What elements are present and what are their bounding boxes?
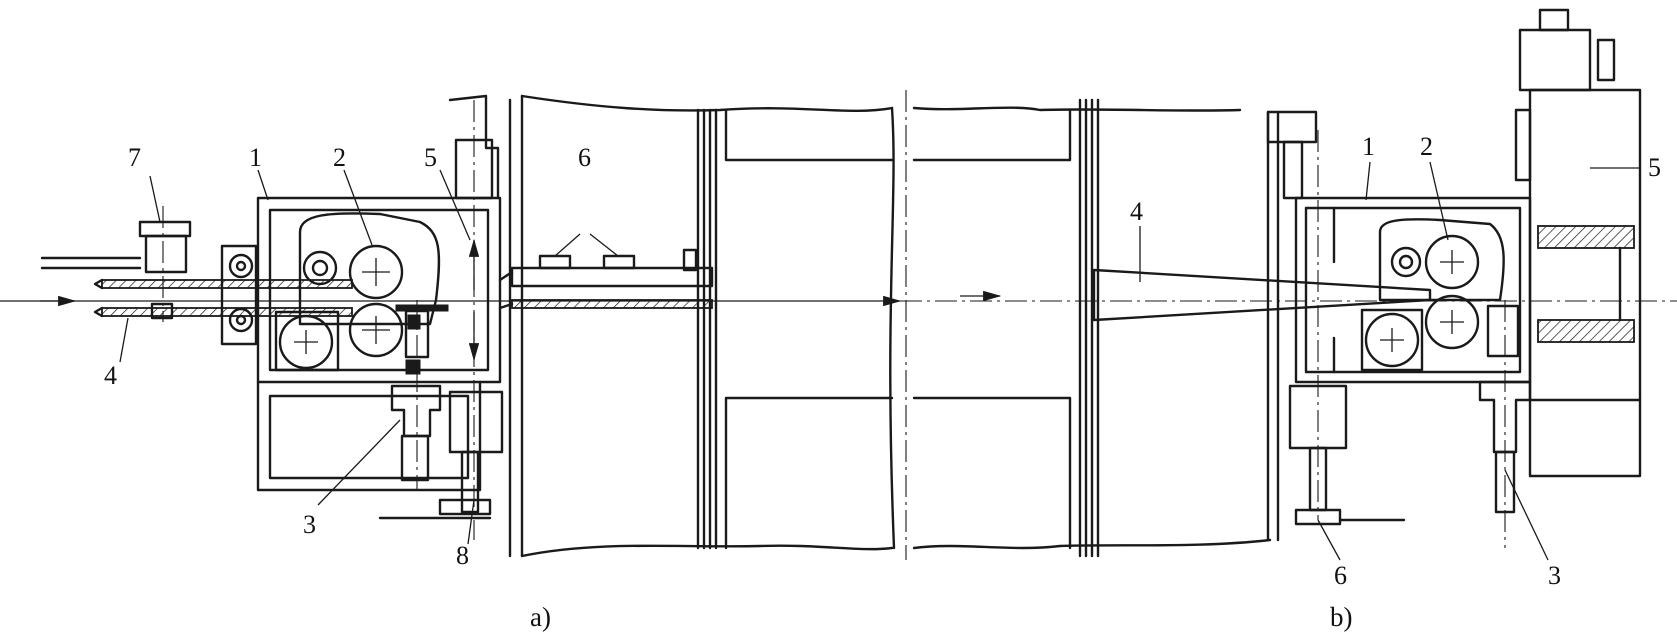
part-3-actuator-b (1478, 300, 1532, 548)
labels-a: 1 2 3 4 5 6 7 8 a) (104, 143, 591, 632)
label-a-3: 3 (303, 510, 316, 539)
label-a-5: 5 (424, 143, 437, 172)
leaders-b (1139, 161, 1640, 561)
labels-b: 1 2 3 4 5 6 b) (1130, 132, 1661, 632)
part-2-feed-rollers-b (1360, 234, 1480, 372)
machine-frame-a (508, 90, 907, 560)
label-a-4: 4 (104, 361, 117, 390)
part-3-actuator (390, 300, 449, 490)
guide-plate (220, 244, 258, 346)
part-2-feed-rollers (274, 244, 404, 372)
figure-b (912, 8, 1642, 561)
label-b-4: 4 (1130, 197, 1143, 226)
wire-guide-tubes (40, 256, 353, 318)
caption-b: b) (1330, 602, 1353, 632)
part-1-housing-b (1294, 196, 1532, 384)
label-a-8: 8 (456, 541, 469, 570)
part-6-column-b (1266, 110, 1406, 526)
part-6-sensors (498, 233, 714, 310)
label-a-2: 2 (333, 143, 346, 172)
label-a-6: 6 (578, 143, 591, 172)
caption-a: a) (530, 602, 551, 632)
label-b-6: 6 (1334, 561, 1347, 590)
label-b-2: 2 (1420, 132, 1433, 161)
figure-a (40, 90, 907, 560)
part-5-drive-b (1514, 8, 1642, 478)
label-b-5: 5 (1648, 153, 1661, 182)
feed-centerline (0, 290, 1677, 307)
label-a-7: 7 (128, 143, 141, 172)
part-7-clamp (138, 206, 192, 322)
machine-frame-b (912, 98, 1280, 558)
part-5-column (378, 94, 504, 540)
label-b-1: 1 (1362, 132, 1375, 161)
leaders-a (119, 169, 475, 545)
part-1-housing (256, 196, 502, 492)
label-b-3: 3 (1548, 561, 1561, 590)
label-a-1: 1 (249, 143, 262, 172)
